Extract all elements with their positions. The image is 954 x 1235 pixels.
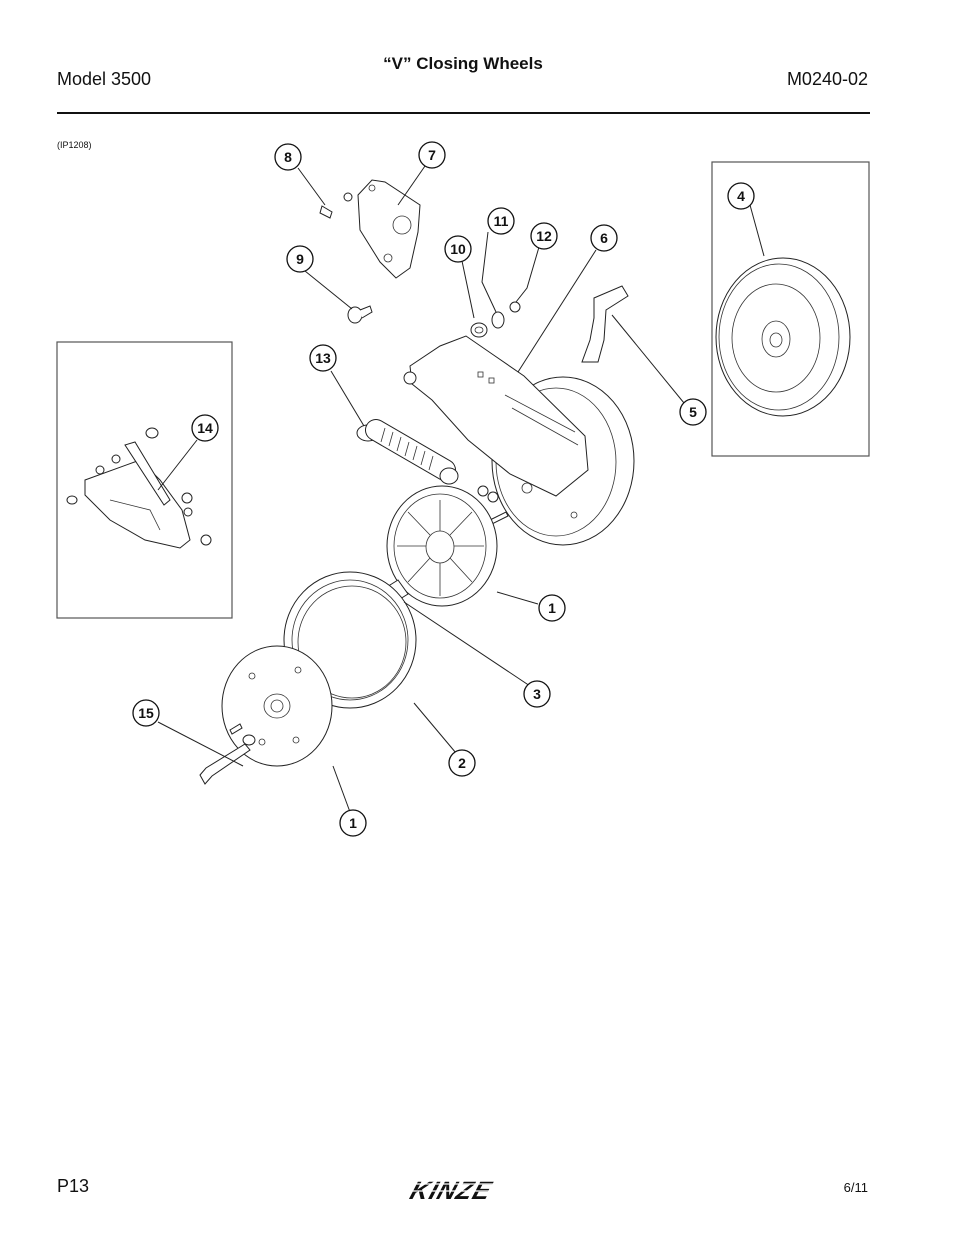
kinze-logo: KINZE — [406, 1178, 518, 1204]
svg-text:7: 7 — [428, 147, 436, 163]
part-spring-13 — [356, 419, 459, 485]
svg-text:13: 13 — [315, 350, 331, 366]
part-wheel-4 — [715, 257, 851, 417]
part-bushing-10 — [470, 322, 488, 338]
svg-text:12: 12 — [536, 228, 552, 244]
part-handle-5 — [581, 285, 629, 363]
callout-10: 10 — [444, 235, 472, 263]
svg-text:11: 11 — [494, 213, 509, 229]
svg-text:15: 15 — [138, 705, 154, 721]
callout-5: 5 — [679, 398, 707, 426]
inset-box-14 — [56, 341, 233, 619]
part-nut-12 — [509, 301, 521, 313]
document-number: M0240-02 — [786, 69, 868, 89]
callout-12: 12 — [530, 222, 558, 250]
callout-8: 8 — [274, 143, 302, 171]
part-arm-6 — [403, 335, 589, 497]
part-pin-9 — [347, 305, 373, 324]
svg-text:9: 9 — [296, 251, 304, 267]
part-bracket-14 — [66, 427, 212, 549]
svg-text:10: 10 — [450, 241, 466, 257]
callout-2: 2 — [448, 749, 476, 777]
revision-date: 6/11 — [843, 1180, 868, 1195]
header-rule — [57, 112, 870, 114]
inset-box-4 — [711, 161, 870, 457]
part-spacer-11 — [491, 311, 505, 329]
callout-1-lower: 1 — [339, 809, 367, 837]
callout-6: 6 — [590, 224, 618, 252]
page-title: “V” Closing Wheels — [383, 54, 543, 73]
model-label: Model 3500 — [57, 69, 152, 89]
svg-text:5: 5 — [689, 404, 697, 420]
svg-text:6: 6 — [600, 230, 608, 246]
callout-11: 11 — [487, 207, 515, 235]
figure-reference: (IP1208) — [57, 140, 92, 150]
callout-4: 4 — [727, 182, 755, 210]
svg-text:3: 3 — [533, 686, 541, 702]
svg-text:1: 1 — [349, 815, 357, 831]
part-bolt-8 — [319, 192, 353, 219]
part-bracket-7 — [357, 179, 421, 279]
part-hub-plate-1-upper — [386, 485, 498, 607]
svg-text:14: 14 — [197, 420, 213, 436]
callout-14: 14 — [191, 414, 219, 442]
callout-3: 3 — [523, 680, 551, 708]
svg-text:8: 8 — [284, 149, 292, 165]
part-bolt-15 — [199, 723, 256, 785]
page-number: P13 — [57, 1176, 90, 1196]
svg-text:2: 2 — [458, 755, 466, 771]
callout-9: 9 — [286, 245, 314, 273]
svg-text:4: 4 — [737, 188, 745, 204]
svg-text:1: 1 — [548, 600, 556, 616]
callout-15: 15 — [132, 699, 160, 727]
callout-7: 7 — [418, 141, 446, 169]
part-hardware-cluster — [477, 485, 509, 525]
callout-13: 13 — [309, 344, 337, 372]
callout-1-upper: 1 — [538, 594, 566, 622]
leader-lines — [157, 165, 765, 813]
